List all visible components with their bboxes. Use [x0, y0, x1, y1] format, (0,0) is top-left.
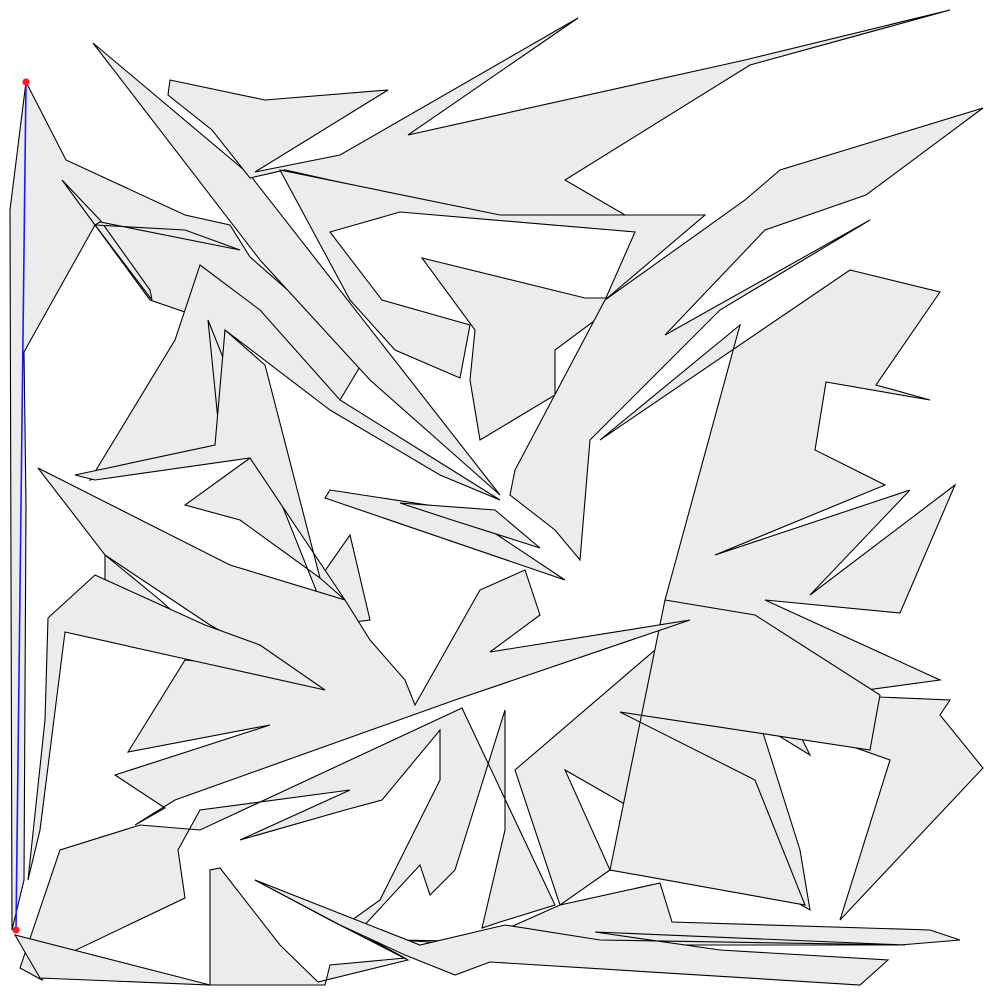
obstacle: [399, 502, 541, 549]
start-point: [22, 78, 30, 86]
path-overlay: [12, 78, 30, 934]
obstacle: [19, 707, 556, 981]
obstacle: [254, 879, 906, 986]
obstacle: [167, 9, 951, 219]
obstacle: [27, 574, 326, 881]
obstacle: [74, 328, 346, 601]
obstacle: [92, 42, 501, 496]
obstacle: [509, 107, 984, 562]
obstacle: [61, 179, 153, 301]
obstacle: [93, 221, 241, 251]
obstacle: [609, 599, 881, 906]
shortest-path-line: [15, 81, 27, 931]
obstacle: [13, 867, 410, 986]
end-point: [12, 926, 20, 934]
obstacle: [278, 169, 707, 379]
obstacle: [88, 264, 501, 501]
obstacle: [324, 489, 566, 581]
obstacles: [9, 9, 984, 986]
obstacle: [399, 882, 961, 946]
